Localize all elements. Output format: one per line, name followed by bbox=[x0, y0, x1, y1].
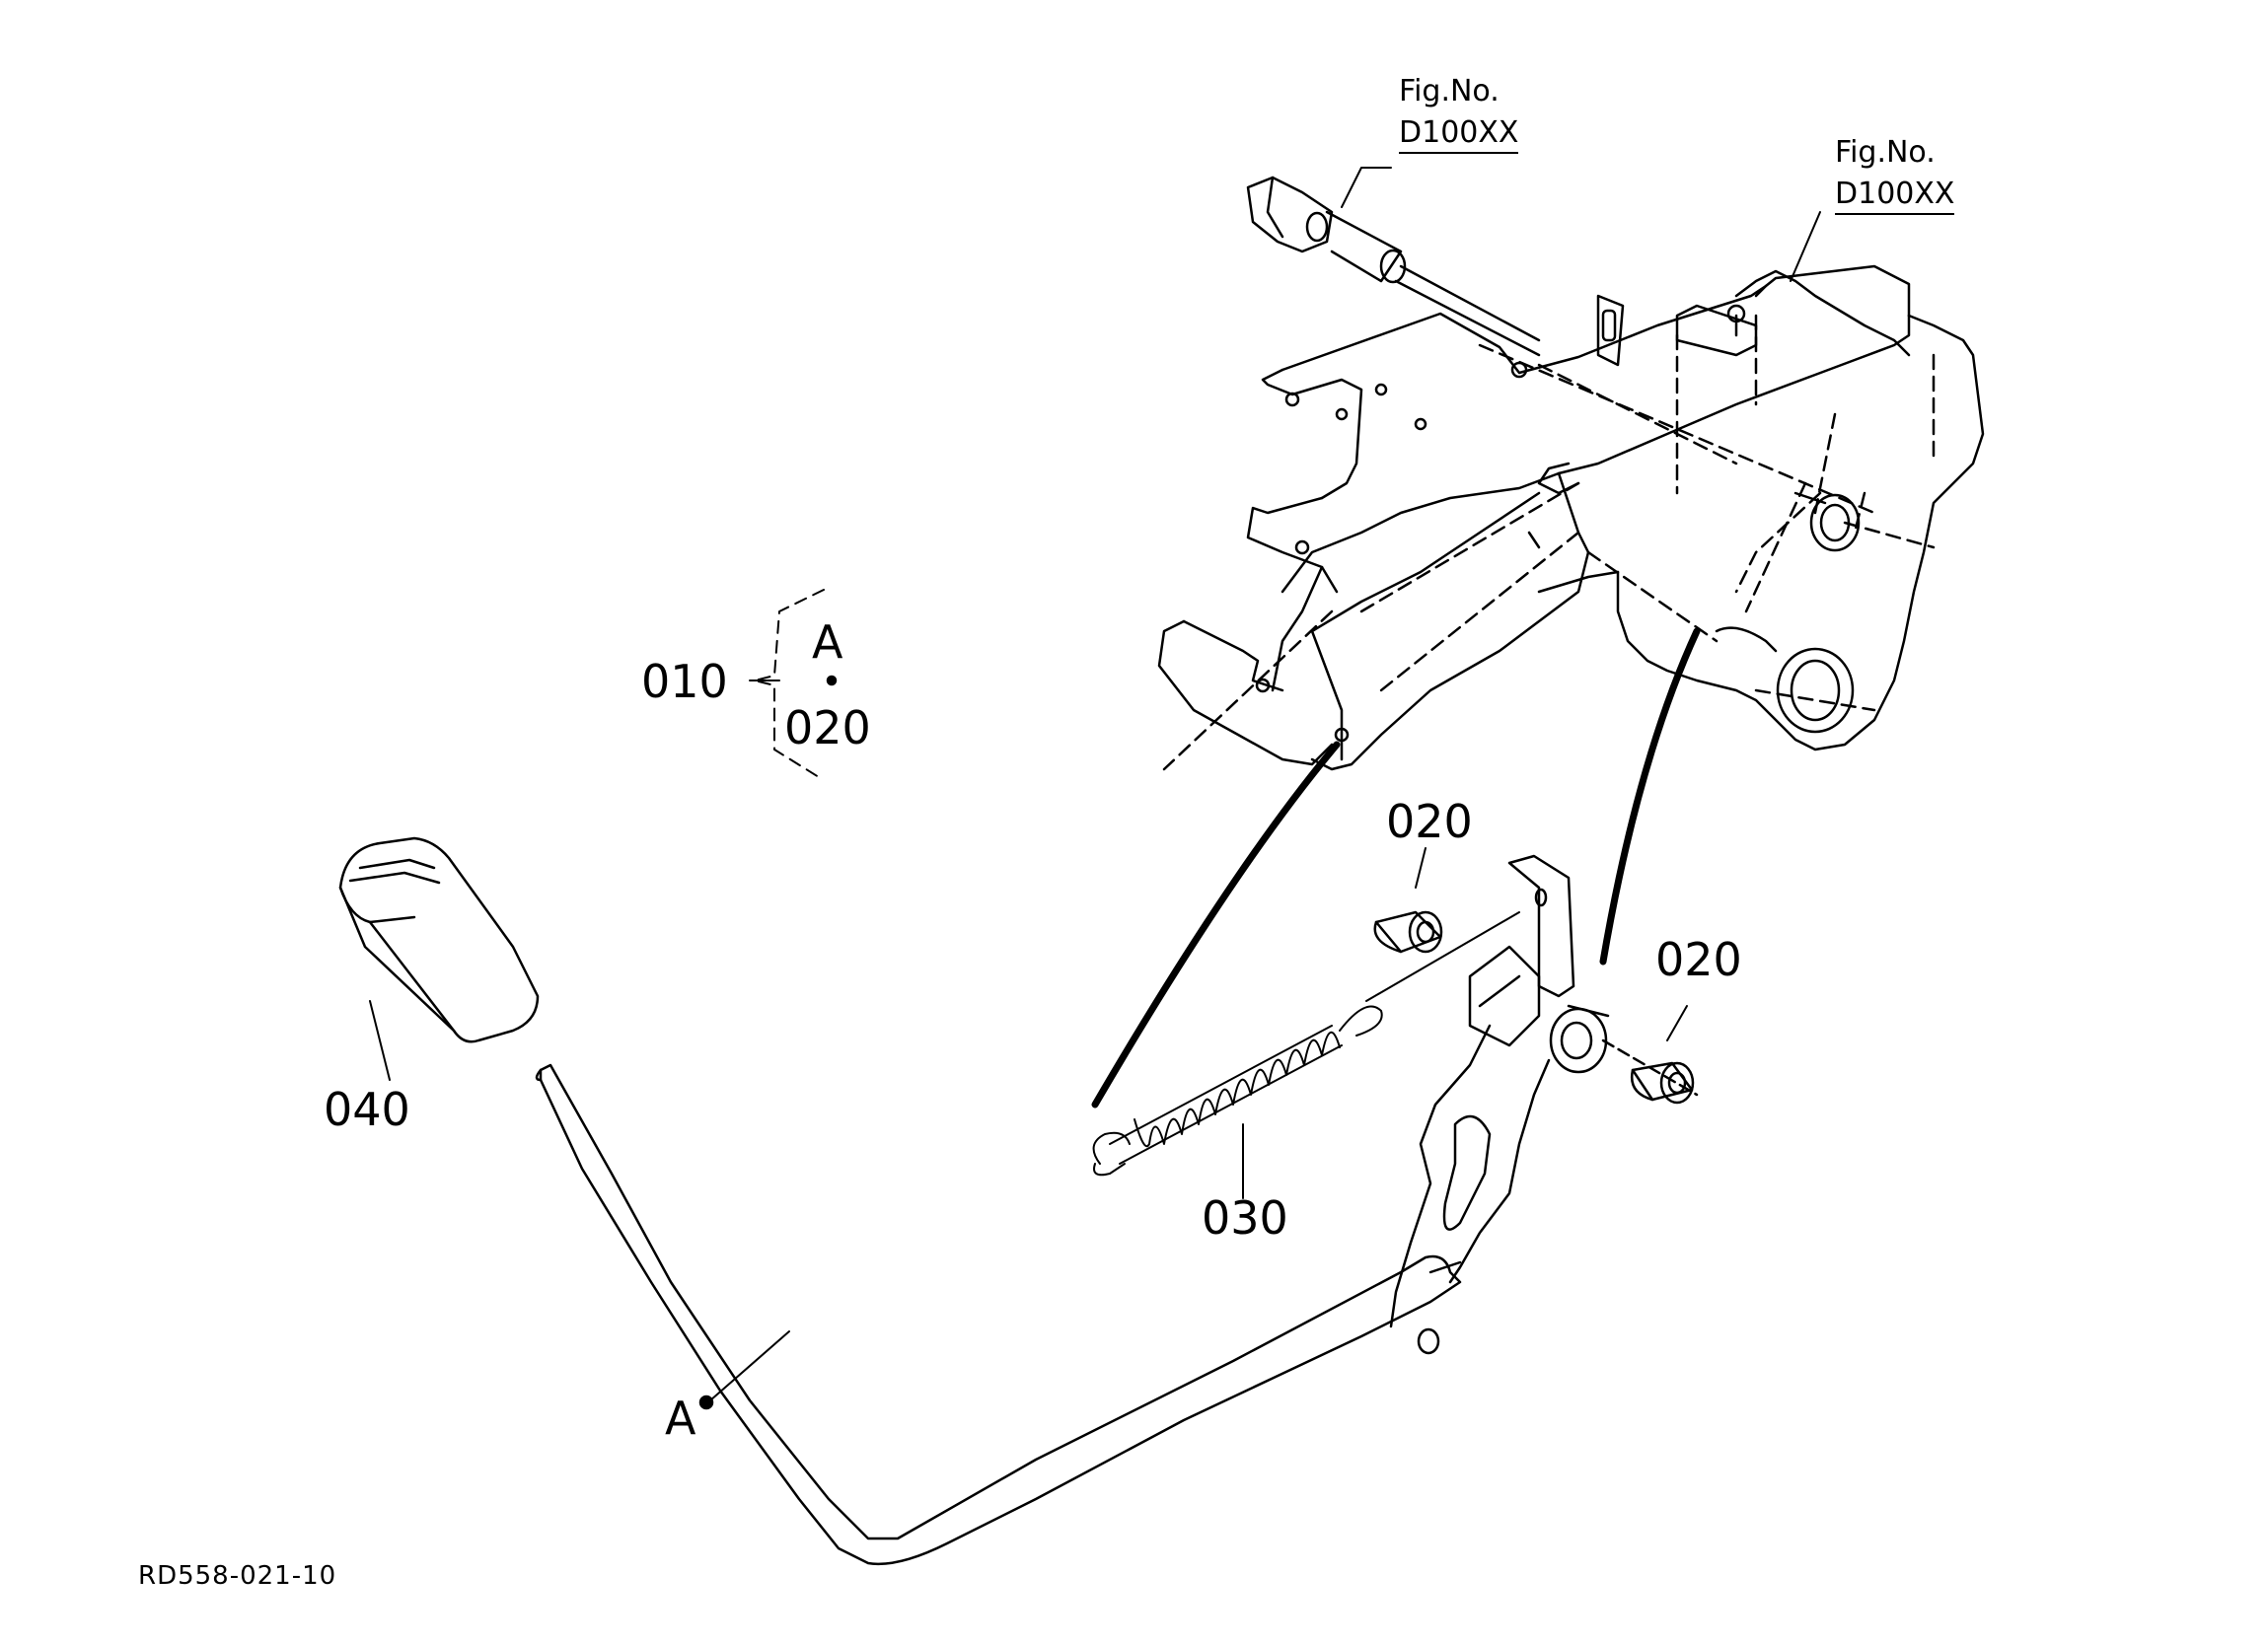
reference-leader-2 bbox=[1790, 211, 1821, 282]
callout-lever-marker: A bbox=[665, 1392, 696, 1445]
callout-spring: 030 bbox=[1202, 1191, 1288, 1245]
bushing-left bbox=[1373, 910, 1443, 954]
assembly-parent-label: 010 bbox=[641, 655, 728, 708]
mounting-bracket bbox=[1157, 264, 1985, 771]
marker-dot-A bbox=[698, 1395, 714, 1410]
reference-label-1-line1: Fig.No. bbox=[1399, 74, 1500, 108]
leader-020-right bbox=[1666, 1005, 1688, 1041]
clevis-pin bbox=[1246, 176, 1541, 357]
drawing-code: RD558-021-10 bbox=[138, 1561, 337, 1591]
reference-leader-1 bbox=[1341, 167, 1392, 208]
reference-label-2-line2: D100XX bbox=[1835, 179, 1955, 215]
lever-assembly bbox=[535, 854, 1610, 1566]
leader-A bbox=[709, 1330, 790, 1401]
bushing-right bbox=[1630, 1061, 1695, 1105]
tension-spring bbox=[1092, 911, 1520, 1177]
assembly-arrow-left bbox=[1091, 741, 1341, 1109]
assembly-dot bbox=[826, 675, 838, 686]
lever-knob bbox=[338, 836, 540, 1043]
assembly-arrow-right bbox=[1599, 627, 1701, 966]
callout-knob: 040 bbox=[324, 1083, 410, 1136]
assembly-marker-label: A bbox=[812, 615, 843, 669]
assembly-child-label: 020 bbox=[784, 701, 871, 754]
assembly-bracket bbox=[749, 589, 825, 778]
callout-bushing-right: 020 bbox=[1655, 933, 1742, 986]
reference-label-1-line2: D100XX bbox=[1399, 118, 1519, 154]
callout-bushing-left: 020 bbox=[1386, 795, 1473, 848]
reference-label-2-line1: Fig.No. bbox=[1835, 135, 1936, 170]
leader-020-left bbox=[1415, 847, 1427, 889]
leader-040 bbox=[369, 1000, 391, 1081]
